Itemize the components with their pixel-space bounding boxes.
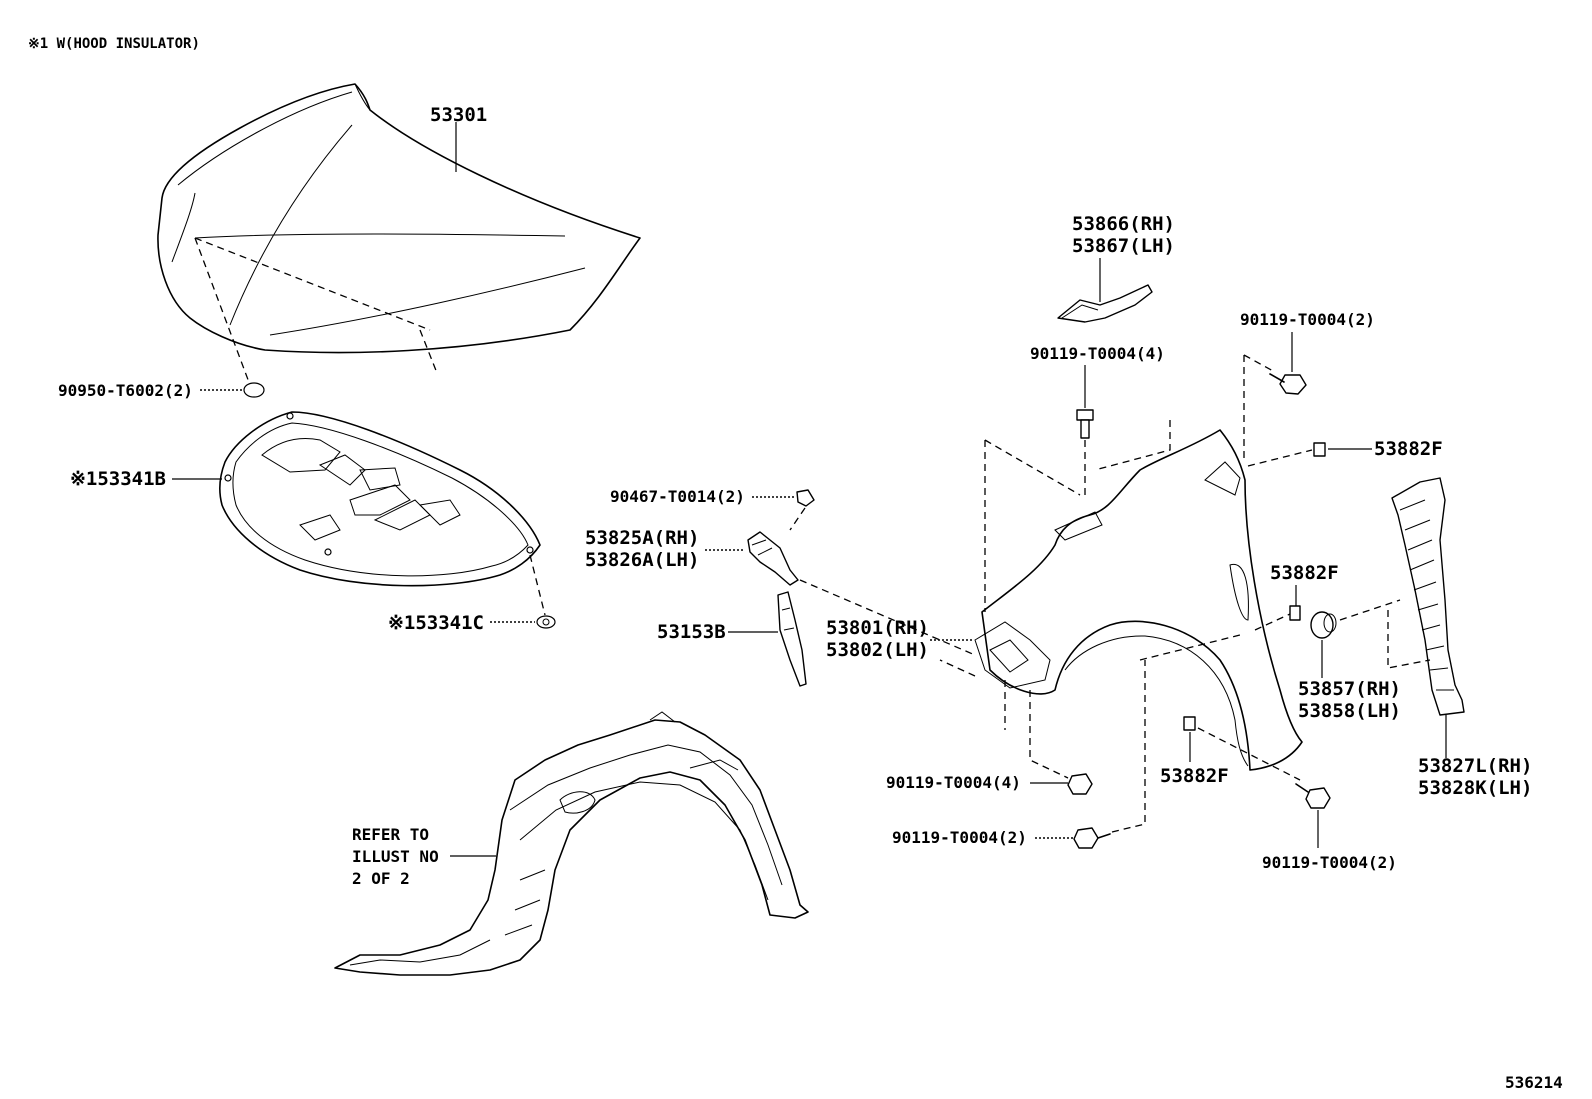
bolt-bottom-right[interactable] [1295,783,1331,809]
clip-mid[interactable] [1289,605,1301,621]
hood-cushion[interactable] [243,382,265,398]
refer-note-line1: REFER TO [352,825,429,844]
hood-part-number: 53301 [430,104,487,126]
fender-lh: 53802(LH) [826,639,929,661]
refer-note-line3: 2 OF 2 [352,869,410,888]
fender-seal-upper-rh: 53825A(RH) [585,527,699,549]
fender-seal-upper[interactable] [747,531,799,586]
insulator-part-number: ※153341B [70,468,166,490]
refer-note-line2: ILLUST NO [352,847,439,866]
fender-cover[interactable] [777,591,807,687]
clip-bottom[interactable] [1183,716,1196,731]
bolt-bottom-right-part-number: 90119-T0004(2) [1262,853,1397,872]
clip-right-top[interactable] [1313,442,1326,457]
fender-bracket-rh: 53866(RH) [1072,213,1175,235]
fender-clip[interactable] [796,489,815,507]
fender-bracket[interactable] [1057,284,1153,323]
fender-rh: 53801(RH) [826,617,929,639]
hood-cushion-part-number: 90950-T6002(2) [58,381,193,400]
grommet-lh: 53858(LH) [1298,700,1401,722]
clip-mid-part-number: 53882F [1270,562,1339,584]
bolt-bottom-a[interactable] [1067,773,1093,795]
clip-right-top-part-number: 53882F [1374,438,1443,460]
bolt-bottom-a-part-number: 90119-T0004(4) [886,773,1021,792]
fender-side-seal-rh: 53827L(RH) [1418,755,1532,777]
hood-panel[interactable] [157,83,641,386]
fender-side-seal[interactable] [1391,477,1465,716]
fender-seal-upper-lh: 53826A(LH) [585,549,699,571]
bolt-top[interactable] [1076,409,1094,439]
clip-part-number: 90467-T0014(2) [610,487,745,506]
insulator-clip-part-number: ※153341C [388,612,484,634]
bolt-bottom-b[interactable] [1073,827,1111,849]
fender-cover-part-number: 53153B [657,621,726,643]
clip-bottom-part-number: 53882F [1160,765,1229,787]
front-fender[interactable] [974,429,1303,771]
bolt-top-part-number: 90119-T0004(4) [1030,344,1165,363]
fender-bracket-lh: 53867(LH) [1072,235,1175,257]
bolt-right-top-part-number: 90119-T0004(2) [1240,310,1375,329]
grommet-rh: 53857(RH) [1298,678,1401,700]
insulator-clip[interactable] [536,615,556,629]
hood-insulator[interactable] [219,411,541,587]
insulator-note: ※1 W(HOOD INSULATOR) [28,36,200,52]
bolt-bottom-b-part-number: 90119-T0004(2) [892,828,1027,847]
fender-side-seal-lh: 53828K(LH) [1418,777,1532,799]
grommet[interactable] [1310,611,1337,639]
fender-liner[interactable] [334,711,809,976]
illustration-number: 536214 [1505,1073,1563,1092]
bolt-right-top[interactable] [1269,373,1307,395]
